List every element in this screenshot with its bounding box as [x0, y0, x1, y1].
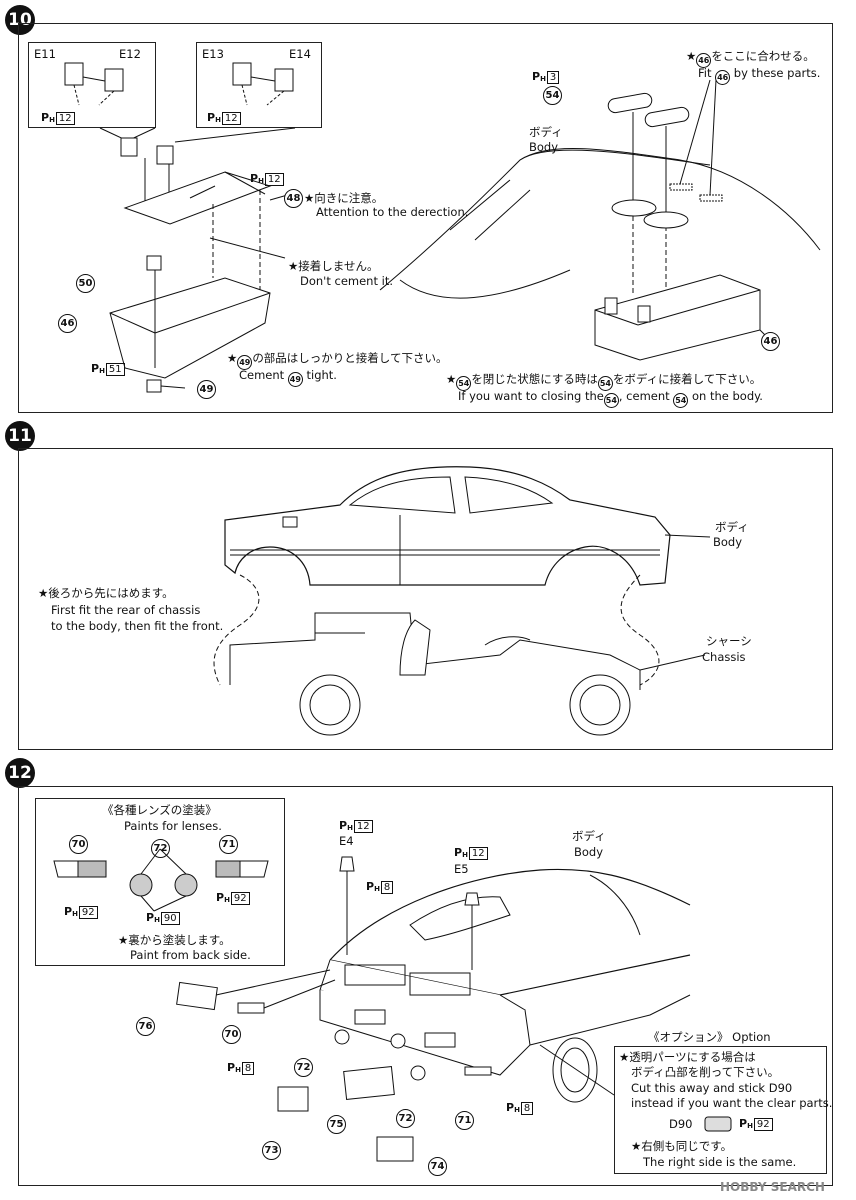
option-title: 《オプション》 Option: [648, 1030, 771, 1044]
label-d90: D90: [669, 1117, 693, 1131]
label-e4: E4: [339, 834, 354, 848]
lens-title-jp: 《各種レンズの塗装》: [102, 803, 217, 817]
part-72-callout: 72: [151, 839, 170, 858]
part-76-callout: 76: [136, 1017, 155, 1036]
lens-title-en: Paints for lenses.: [124, 819, 222, 833]
body-label-en: Body: [574, 845, 604, 859]
body-label-jp: ボディ: [715, 520, 749, 534]
chassis-label-en: Chassis: [702, 650, 746, 664]
step-12-badge: 12: [5, 758, 35, 788]
lens-paint-inset: 《各種レンズの塗装》 Paints for lenses. 70 72 71 P…: [35, 798, 285, 966]
right-side-en: The right side is the same.: [643, 1155, 797, 1169]
body-label-en: Body: [713, 535, 743, 549]
part-54-inline: 54: [603, 393, 619, 408]
label-e5: E5: [454, 862, 469, 876]
step11-note-jp: ★後ろから先にはめます。: [38, 586, 174, 600]
part-54-inline: 54: [456, 376, 472, 391]
note-48-jp: ★向きに注意。: [304, 191, 384, 205]
right-side-jp: ★右側も同じです。: [631, 1139, 733, 1153]
part-75-callout: 75: [327, 1115, 346, 1134]
option-pointer: [539, 1044, 615, 1096]
no-cement-en: Don't cement it.: [300, 274, 393, 288]
part-49-inline: 49: [287, 372, 303, 387]
body-headrest-drawing: [379, 79, 821, 361]
part-71-callout: 71: [455, 1111, 474, 1130]
note-46-en: Fit 46 by these parts.: [698, 66, 820, 85]
paint-note-en: Paint from back side.: [130, 948, 251, 962]
part-50-callout: 50: [76, 274, 95, 293]
option-inset: ★透明パーツにする場合は ボディ凸部を削って下さい。 Cut this away…: [614, 1046, 832, 1174]
option-jp2: ボディ凸部を削って下さい。: [631, 1065, 780, 1079]
part-48-callout: 48: [284, 189, 303, 208]
label-e13: E13: [202, 47, 224, 61]
lens-paint-drawing: [53, 848, 269, 912]
note-48-en: Attention to the derection.: [316, 205, 469, 219]
part-70-callout: 70: [222, 1025, 241, 1044]
step-11-frame: [18, 448, 833, 750]
part-73-callout: 73: [262, 1141, 281, 1160]
chassis-label-jp: シャーシ: [706, 634, 752, 648]
option-jp1: ★透明パーツにする場合は: [619, 1050, 756, 1064]
part-54-inline: 54: [673, 393, 689, 408]
body-label-en: Body: [529, 140, 559, 154]
label-e12: E12: [119, 47, 141, 61]
part-71-callout: 71: [219, 835, 238, 854]
note-49-en: Cement 49 tight.: [239, 368, 337, 387]
part-72-callout: 72: [396, 1109, 415, 1128]
step-10-badge: 10: [5, 5, 35, 35]
part-46-inline: 46: [696, 53, 712, 68]
label-e14: E14: [289, 47, 311, 61]
e13-e14-parts-drawing: [232, 62, 294, 106]
part-72-callout: 72: [294, 1058, 313, 1077]
part-54-inline: 54: [597, 376, 613, 391]
part-74-callout: 74: [428, 1157, 447, 1176]
step11-note-en1: First fit the rear of chassis: [51, 603, 201, 617]
part-46-callout: 46: [58, 314, 77, 333]
part-49-callout: 49: [197, 380, 216, 399]
step-10-frame: [18, 23, 833, 413]
paint-note-jp: ★裏から塗装します。: [118, 933, 231, 947]
no-cement-jp: ★接着しません。: [288, 259, 379, 273]
e11-e12-parts-drawing: [64, 62, 124, 106]
seat-console-assembly-drawing: [109, 127, 296, 393]
part-46-callout-right: 46: [761, 332, 780, 351]
option-en1: Cut this away and stick D90: [631, 1081, 793, 1095]
watermark: HOBBY SEARCH: [720, 1180, 825, 1194]
label-e11: E11: [34, 47, 56, 61]
d90-part-drawing: [704, 1116, 732, 1132]
part-70-callout: 70: [69, 835, 88, 854]
part-54-callout: 54: [543, 86, 562, 105]
option-en2: instead if you want the clear parts.: [631, 1096, 833, 1110]
body-label-jp: ボディ: [529, 125, 563, 139]
front-lights-assembly-drawing: [176, 856, 691, 1162]
part-49-inline: 49: [237, 355, 253, 370]
step-11-badge: 11: [5, 421, 35, 451]
body-label-jp: ボディ: [572, 829, 606, 843]
body-chassis-assembly-drawing: [213, 466, 711, 736]
part-46-inline: 46: [715, 70, 731, 85]
step-12-frame: [18, 786, 833, 1186]
step11-note-en2: to the body, then fit the front.: [51, 619, 224, 633]
